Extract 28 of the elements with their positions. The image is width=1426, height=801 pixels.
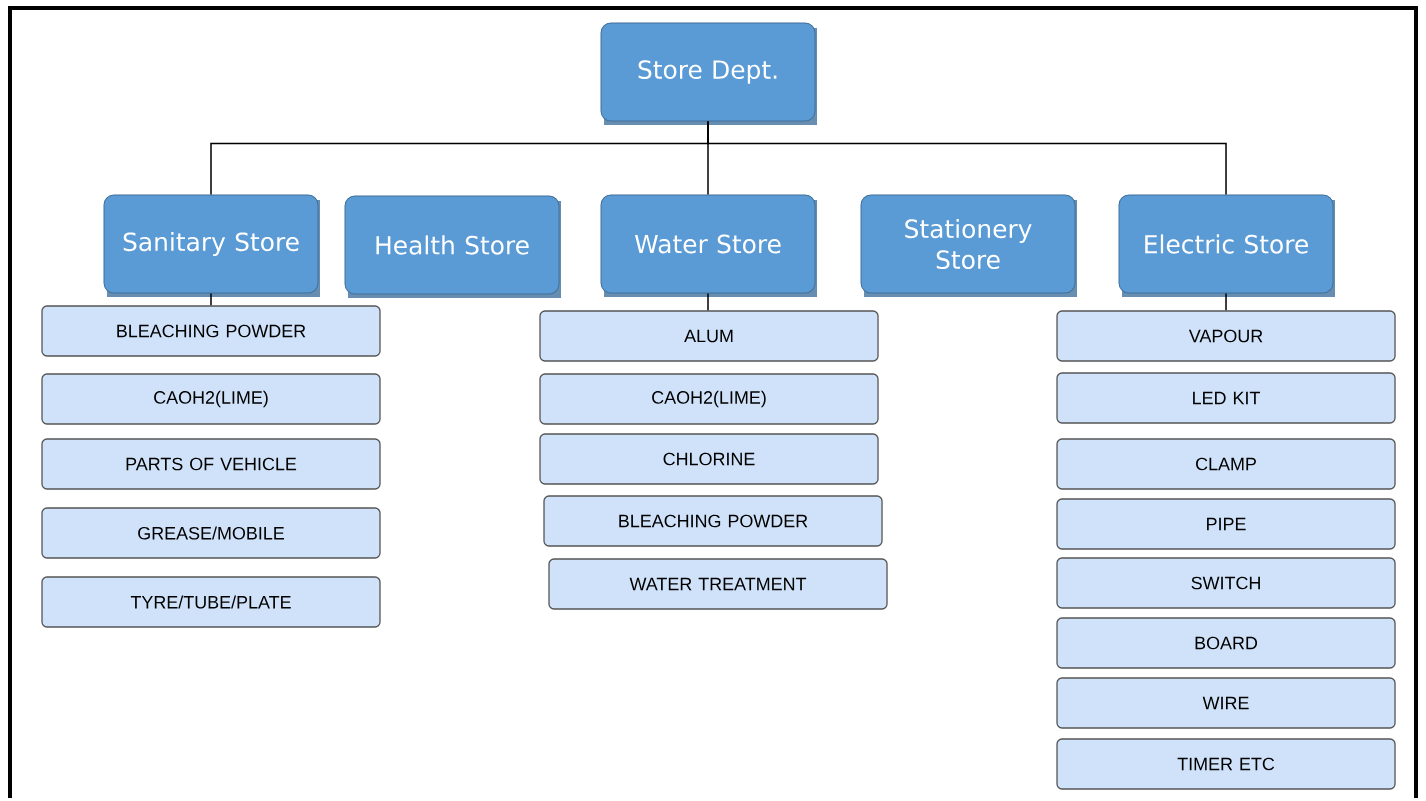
item-box: TYRE/TUBE/PLATE (41, 576, 381, 628)
item-box: TIMER ETC (1056, 738, 1396, 790)
department-box: Stationery Store (860, 194, 1077, 297)
item-box: PARTS OF VEHICLE (41, 438, 381, 490)
item-box: VAPOUR (1056, 310, 1396, 362)
item-box: BOARD (1056, 617, 1396, 669)
item-box: ALUM (539, 310, 879, 362)
item-box: PIPE (1056, 498, 1396, 550)
department-box: Health Store (344, 195, 561, 298)
connector-line (210, 292, 212, 307)
item-box: WATER TREATMENT (548, 558, 888, 610)
department-box: Water Store (600, 194, 817, 297)
item-box: CLAMP (1056, 438, 1396, 490)
item-box: LED KIT (1056, 372, 1396, 424)
department-box: Electric Store (1118, 194, 1335, 297)
item-box: BLEACHING POWDER (41, 305, 381, 357)
department-box: Sanitary Store (103, 194, 320, 297)
connector-line (707, 120, 1227, 196)
department-box: Store Dept. (600, 22, 817, 125)
item-box: CHLORINE (539, 433, 879, 485)
item-box: CAOH2(LIME) (41, 373, 381, 425)
item-box: CAOH2(LIME) (539, 373, 879, 425)
connector-line (707, 292, 709, 312)
connector-line (1225, 292, 1227, 312)
item-box: SWITCH (1056, 557, 1396, 609)
item-box: BLEACHING POWDER (543, 495, 883, 547)
item-box: WIRE (1056, 677, 1396, 729)
item-box: GREASE/MOBILE (41, 507, 381, 559)
